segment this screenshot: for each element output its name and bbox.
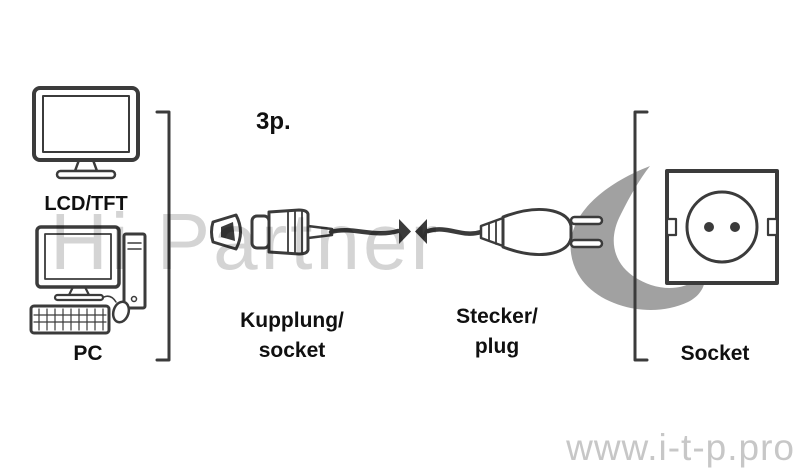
plug-label-line2: plug [474,334,520,358]
lcd-screen [42,95,130,153]
right-bracket [633,110,649,362]
lcd-tft-label: LCD/TFT [44,193,128,215]
plug-label-line1: Stecker/ [456,305,538,328]
plug-body [501,208,573,256]
socket-hole-left [704,222,714,232]
coupling-connector-icon [250,208,334,256]
coupling-label-line1: Kupplung/ [240,309,344,332]
pc-tower [122,232,147,310]
pc-icon [29,225,147,335]
plug-label: Stecker/ plug [417,302,577,362]
pc-monitor-base [53,293,105,302]
pc-mouse [111,300,131,324]
pc-keyboard-keys [33,308,107,331]
lcd-stand-base [55,169,117,180]
pc-tower-slots [127,242,142,250]
plug-pin-bottom [569,238,604,249]
left-bracket [155,110,171,362]
pc-mouse-cable [103,295,117,303]
coupling-cap-icon [210,213,242,251]
plug-icon [479,208,604,256]
pin-count-label: 3p. [256,108,291,135]
lcd-monitor-icon [32,86,140,180]
pc-keyboard [29,304,111,335]
socket-icon [665,169,779,285]
cable-break-icon [399,219,427,244]
socket-label: Socket [680,342,750,365]
socket-recess [685,190,759,264]
coupling-label: Kupplung/ socket [212,306,372,366]
cable-segment-right [425,227,484,236]
power-cable-graphic [210,208,604,256]
socket-hole-right [730,222,740,232]
swoosh-icon [570,166,705,310]
plug-pin-top [569,215,604,226]
plug-neck [479,216,505,248]
socket-clip-left [665,217,678,237]
pc-label: PC [73,342,103,365]
pc-monitor-screen [44,233,112,280]
cable-segment-left [328,228,401,236]
socket-clip-right [766,217,779,237]
coupling-label-line2: socket [258,338,326,362]
pc-tower-button [130,295,138,303]
